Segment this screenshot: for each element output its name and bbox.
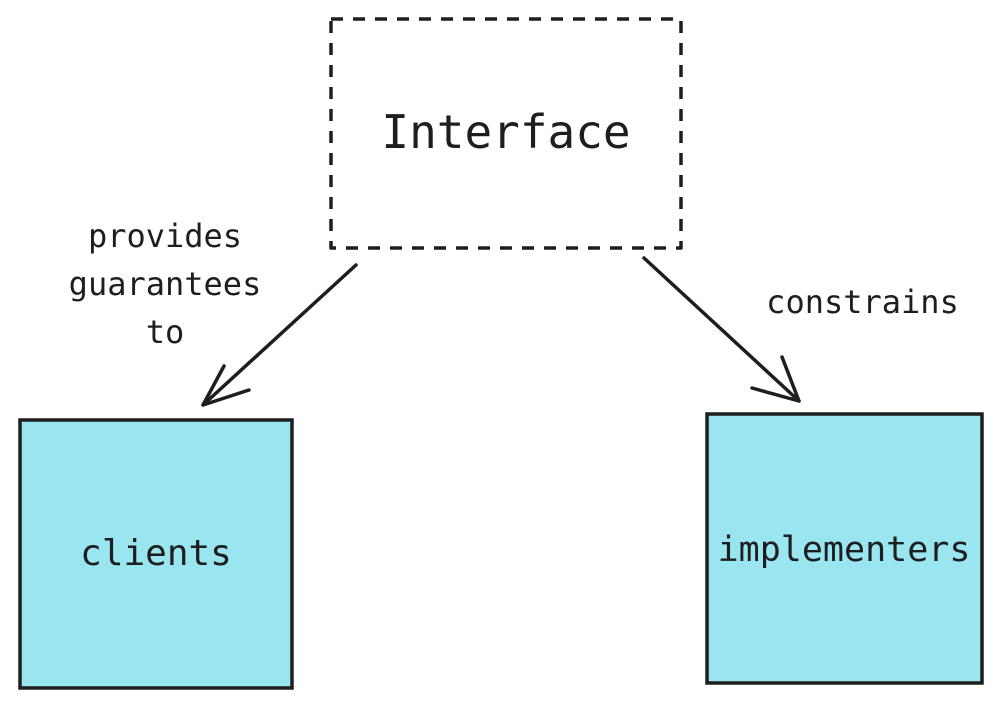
arrowhead (201, 364, 251, 407)
interface-label: Interface (381, 105, 631, 159)
arrow-shaft (201, 263, 358, 407)
interface-box[interactable] (329, 17, 683, 250)
implementers-box[interactable] (705, 412, 984, 685)
edge-label-provides-guarantees: provides guarantees to (68, 217, 262, 351)
arrow-shaft (642, 256, 801, 403)
edge-label-constrains: constrains (766, 283, 959, 321)
clients-label: clients (80, 533, 232, 574)
arrow-interface-to-implementers (642, 256, 801, 403)
clients-box[interactable] (18, 418, 294, 690)
arrow-interface-to-clients (201, 263, 358, 407)
arrowhead (750, 355, 801, 403)
implementers-label: implementers (717, 530, 971, 570)
